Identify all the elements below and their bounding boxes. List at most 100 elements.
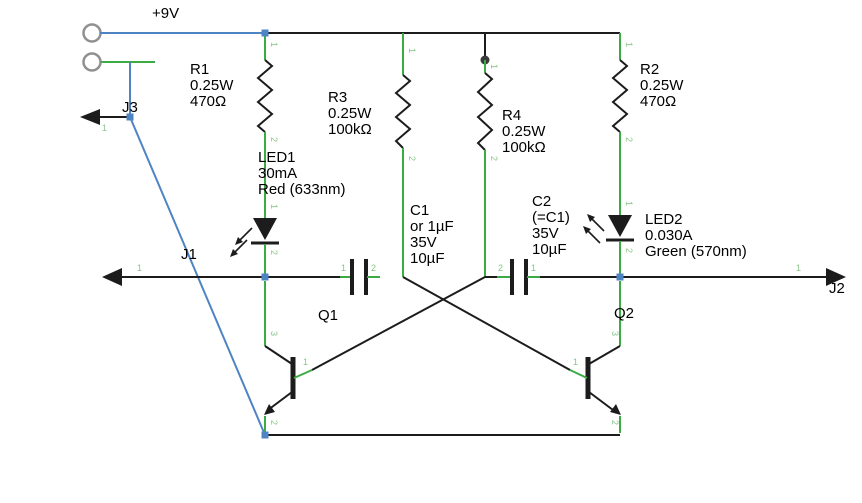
led-triangle[interactable] [608, 215, 632, 237]
pin-number: 1 [102, 123, 107, 133]
arrow-right-icon[interactable] [826, 268, 846, 286]
led1-current: 30mA [258, 165, 297, 182]
junction-square-ground [261, 431, 269, 439]
q1-emitter-diag[interactable] [267, 391, 293, 411]
r1-value: 470Ω [190, 93, 226, 110]
c2-designator: C2 [532, 193, 551, 210]
pin-number: 1 [407, 48, 417, 53]
r3-designator: R3 [328, 89, 347, 106]
led2-current: 0.030A [645, 227, 693, 244]
net-9v[interactable] [100, 32, 620, 65]
pin-number: 1 [341, 263, 346, 273]
q2-base-lead[interactable] [569, 369, 588, 379]
led1[interactable]: 1 2 LED1 30mA Red (633nm) [230, 149, 346, 274]
q1-base-lead[interactable] [293, 369, 313, 379]
r1-designator: R1 [190, 61, 209, 78]
emitter-arrowhead-icon [264, 404, 275, 415]
q2-designator: Q2 [614, 305, 634, 322]
arrow-left-icon[interactable] [102, 268, 122, 286]
c1-value: 10µF [410, 250, 445, 267]
r1-rating: 0.25W [190, 77, 234, 94]
led2-designator: LED2 [645, 211, 683, 228]
wire-c1-to-q2-base[interactable] [402, 276, 571, 371]
net-q1-collector[interactable]: J1 1 [102, 246, 340, 286]
resistor-r4[interactable]: 1 2 R4 0.25W 100kΩ [476, 60, 546, 277]
pin-number: 2 [624, 137, 634, 142]
junction-square-q2-collector [616, 273, 624, 281]
connector-pads[interactable] [82, 23, 156, 72]
pin-number: 1 [624, 42, 634, 47]
c1-note: or 1µF [410, 218, 454, 235]
led1-designator: LED1 [258, 149, 296, 166]
led-emission-arrowhead-icon [230, 249, 238, 257]
junction-square-q1-collector [261, 273, 269, 281]
q1-designator: Q1 [318, 307, 338, 324]
pin-number: 2 [489, 156, 499, 161]
pin-number: 1 [303, 357, 308, 367]
resistor-r2[interactable]: 1 2 R2 0.25W 470Ω [611, 33, 684, 215]
r2-value: 470Ω [640, 93, 676, 110]
c1-voltage: 35V [410, 234, 437, 251]
resistor-symbol[interactable] [256, 59, 274, 133]
pin-number: 2 [498, 263, 503, 273]
pin-number: 1 [796, 263, 801, 273]
led1-color: Red (633nm) [258, 181, 346, 198]
pin-number: 2 [269, 420, 279, 425]
c2-voltage: 35V [532, 225, 559, 242]
wire-c2-to-q1-base[interactable] [311, 276, 486, 371]
transistor-q1[interactable]: 3 2 1 Q1 [264, 281, 338, 433]
emitter-arrowhead-icon [610, 404, 621, 415]
r4-value: 100kΩ [502, 139, 546, 156]
q2-emitter-diag[interactable] [588, 391, 614, 411]
junction-square-j3 [126, 113, 134, 121]
resistor-symbol[interactable] [611, 59, 629, 133]
pin-number: 2 [269, 250, 279, 255]
resistor-symbol[interactable] [394, 74, 412, 149]
port-j3[interactable]: J3 1 [80, 62, 266, 436]
led-emission-arrowhead-icon [583, 226, 591, 234]
power-label: +9V [152, 5, 179, 22]
led-emission-arrowhead-icon [235, 237, 243, 245]
q2-collector-diag[interactable] [588, 345, 621, 365]
arrow-left-icon[interactable] [80, 109, 100, 125]
port-j3-label: J3 [122, 99, 138, 116]
pin-number: 1 [531, 263, 536, 273]
resistor-symbol[interactable] [476, 72, 494, 151]
r2-designator: R2 [640, 61, 659, 78]
resistor-r3[interactable]: 1 2 R3 0.25W 100kΩ [328, 33, 417, 277]
c2-note: (=C1) [532, 209, 570, 226]
port-j2[interactable]: J2 1 [620, 263, 846, 297]
pin-number: 1 [489, 64, 499, 69]
r4-rating: 0.25W [502, 123, 546, 140]
pin-number: 2 [407, 156, 417, 161]
pin-number: 2 [610, 420, 620, 425]
pin-number: 2 [371, 263, 376, 273]
pin-number: 1 [269, 42, 279, 47]
pin-number: 1 [137, 263, 142, 273]
c1-designator: C1 [410, 202, 429, 219]
pin-number: 1 [573, 357, 578, 367]
capacitor-c2[interactable]: 2 1 C2 (=C1) 35V 10µF [485, 193, 620, 295]
transistor-q2[interactable]: 3 2 1 Q2 [569, 281, 634, 433]
pin-number: 1 [624, 201, 634, 206]
pin-number: 2 [269, 137, 279, 142]
port-j2-label: J2 [829, 280, 845, 297]
q1-collector-diag[interactable] [264, 345, 293, 365]
pin-number: 3 [269, 331, 279, 336]
port-j1-label: J1 [181, 246, 197, 263]
resistor-r1[interactable]: 1 2 R1 0.25W 470Ω [190, 33, 279, 218]
led2[interactable]: 1 2 LED2 0.030A Green (570nm) [583, 201, 747, 274]
r3-value: 100kΩ [328, 121, 372, 138]
capacitor-c1[interactable]: 1 2 C1 or 1µF 35V 10µF [340, 202, 454, 295]
connector-pad-1[interactable] [82, 23, 102, 43]
led-emission-arrowhead-icon [587, 214, 595, 222]
connector-pad-2[interactable] [82, 52, 102, 72]
led-triangle[interactable] [253, 218, 277, 240]
pin-number: 1 [269, 204, 279, 209]
c2-value: 10µF [532, 241, 567, 258]
r3-rating: 0.25W [328, 105, 372, 122]
pin-number: 2 [624, 248, 634, 253]
pin-number: 3 [610, 331, 620, 336]
